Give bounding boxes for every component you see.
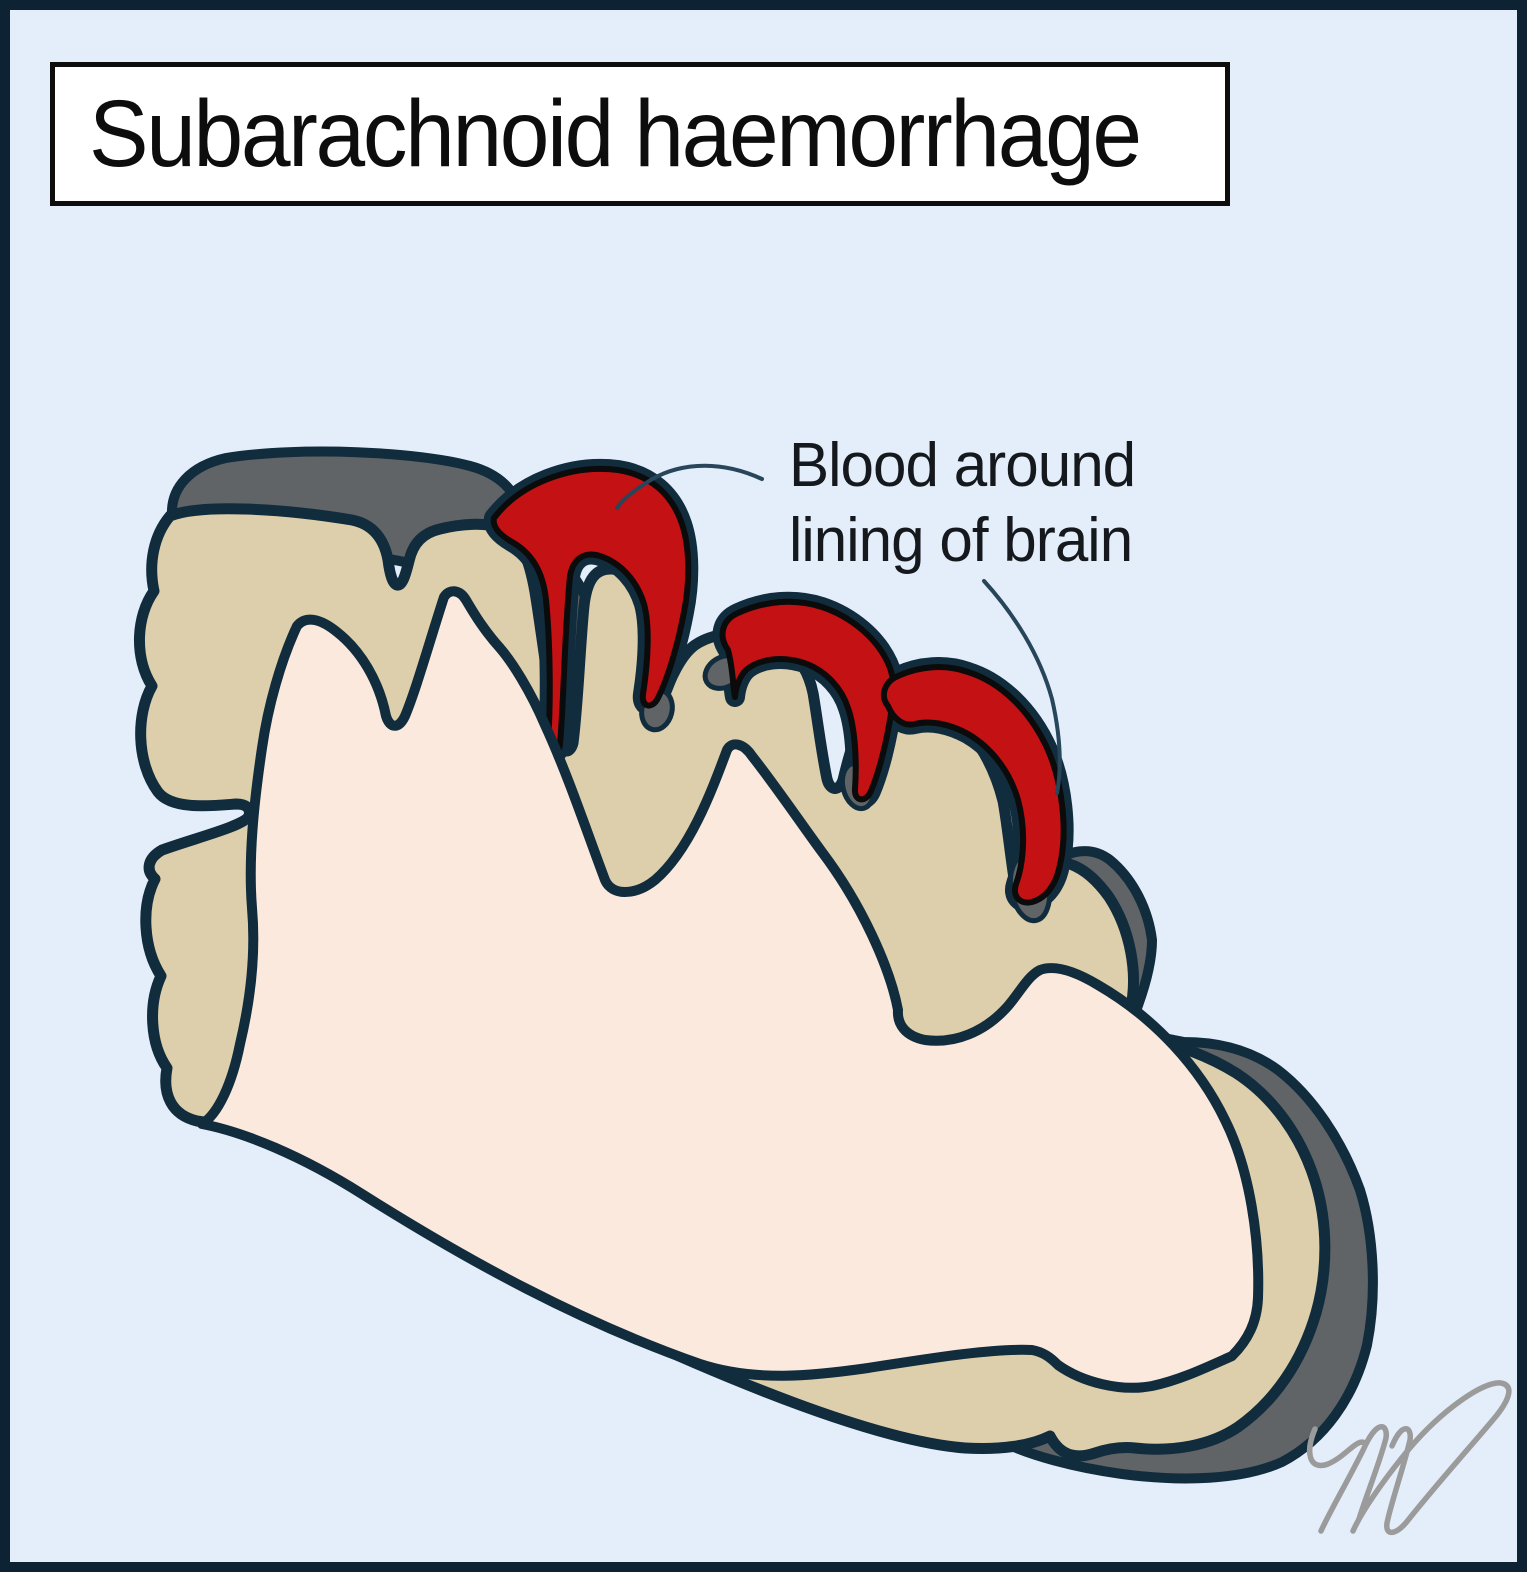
white-matter-shape [197, 586, 1264, 1393]
annotation-line-1: Blood around [789, 431, 1136, 500]
blood-band-1 [490, 466, 692, 757]
blood-annotation-label: Blood around lining of brain [789, 428, 1136, 578]
blood-band-3 [880, 664, 1067, 906]
blood-shapes [490, 466, 1067, 906]
diagram-title: Subarachnoid haemorrhage [89, 80, 1142, 187]
brain-diagram [133, 446, 1512, 1535]
title-box: Subarachnoid haemorrhage [50, 62, 1230, 206]
blood-band-2 [719, 598, 897, 803]
leader-line-right [982, 579, 1062, 795]
leader-lines [615, 463, 1062, 795]
leader-line-left [615, 463, 764, 510]
annotation-line-2: lining of brain [789, 506, 1133, 575]
signature-scribble [1306, 1380, 1512, 1535]
